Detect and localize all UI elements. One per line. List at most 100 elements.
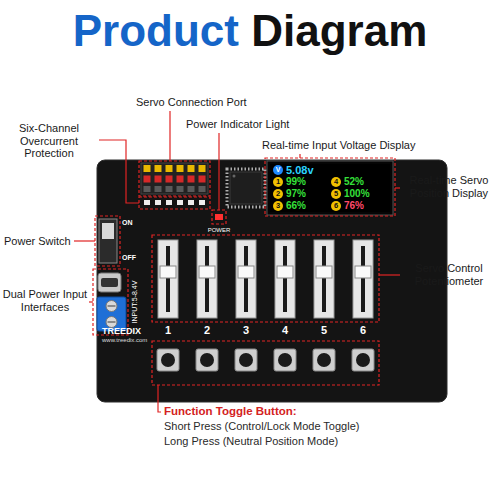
header-pin: [155, 165, 162, 172]
push-button: [157, 349, 179, 371]
silkscreen-label: INPUT:5-8.4V: [131, 281, 139, 324]
channel-number: 1: [165, 324, 171, 337]
callout-label: Power Switch: [4, 235, 71, 248]
slider-knob: [355, 266, 371, 278]
switch-label: OFF: [122, 254, 136, 262]
slide-potentiometer: [275, 240, 295, 318]
slider-slot: [205, 246, 209, 312]
screw-slot: [108, 305, 116, 306]
highlight-box: [265, 158, 395, 216]
voltage-readout: 5.08v: [286, 164, 314, 177]
leader-line: [299, 154, 300, 158]
channel-number: 3: [243, 324, 249, 337]
slider-slot: [322, 246, 326, 312]
channel-number: 5: [321, 324, 327, 337]
title-word: Diagram: [251, 6, 427, 55]
screen-readout: 99%: [286, 176, 306, 188]
highlight-boxes: [93, 158, 395, 385]
terminal-screw: [106, 301, 117, 312]
channel-icon-number: 4: [334, 178, 338, 187]
brand-url: www.treedix.com: [102, 337, 147, 344]
header-pin: [199, 176, 206, 183]
channel-icon-number: 1: [276, 178, 280, 187]
callout-label: Power Indicator Light: [186, 118, 289, 131]
highlight-box: [212, 210, 226, 224]
fuse-component: [199, 200, 205, 205]
leader-line: [218, 133, 219, 210]
terminal-screw: [106, 317, 117, 328]
function-note: Long Press (Neutral Position Mode): [164, 435, 338, 448]
channel-number: 4: [282, 324, 288, 337]
header-pin: [199, 186, 206, 192]
callout-label: Servo Control Potentiometer: [401, 262, 497, 287]
leader-lines: [74, 111, 400, 412]
function-note: Short Press (Control/Lock Mode Toggle): [164, 420, 359, 433]
diagram-title: Product Diagram: [73, 6, 428, 57]
header-pin: [188, 165, 195, 172]
push-button: [313, 349, 335, 371]
channel-icon: [331, 201, 341, 211]
slider-knob: [316, 266, 332, 278]
fuse-component: [166, 200, 172, 205]
slide-potentiometer: [353, 240, 373, 318]
slide-potentiometer: [197, 240, 217, 318]
button-cap: [200, 353, 214, 367]
header-pin: [166, 165, 173, 172]
chip-pins: [227, 169, 265, 207]
channel-icon: [273, 201, 283, 211]
highlight-box: [139, 197, 210, 209]
callout-label: Real-time Servo Position Display: [401, 174, 497, 199]
highlight-box: [152, 341, 379, 385]
push-button: [196, 349, 218, 371]
voltage-icon-letter: V: [276, 166, 281, 174]
slider-knob: [277, 266, 293, 278]
push-button: [274, 349, 296, 371]
brand-logo: TREEDIX: [102, 326, 141, 336]
slide-potentiometer: [236, 240, 256, 318]
screen-readout: 76%: [344, 200, 364, 212]
header-pin: [155, 186, 162, 192]
silkscreen-label: POWER: [208, 227, 231, 234]
header-pin: [155, 176, 162, 183]
highlight-box: [93, 269, 128, 335]
title-word: Product: [73, 6, 239, 55]
leader-line: [89, 301, 93, 302]
channel-number: 6: [360, 324, 366, 337]
highlight-box: [152, 235, 379, 322]
slider-slot: [166, 246, 170, 312]
screw-slot: [108, 321, 116, 322]
header-pin: [166, 186, 173, 192]
leader-line: [395, 187, 400, 188]
channel-icon-number: 6: [334, 202, 338, 211]
pcb-board-shape: [97, 160, 447, 402]
header-pin: [144, 165, 151, 172]
terminal-block: [97, 297, 126, 331]
screen-readout: 52%: [344, 176, 364, 188]
leader-line: [158, 385, 161, 412]
push-button: [235, 349, 257, 371]
slider-knob: [238, 266, 254, 278]
callout-label: Six-Channel Overcurrent Protection: [2, 122, 96, 160]
button-cap: [278, 353, 292, 367]
leader-line: [169, 111, 170, 161]
header-pin: [177, 165, 184, 172]
callout-label: Dual Power Input Interfaces: [2, 288, 88, 313]
usb-port: [98, 273, 121, 292]
header-pin: [188, 186, 195, 192]
header-pin: [177, 176, 184, 183]
channel-icon: [273, 177, 283, 187]
leader-line: [379, 274, 400, 275]
leader-line: [99, 140, 139, 203]
button-cap: [161, 353, 175, 367]
screen-display: [270, 164, 390, 212]
header-pin: [199, 165, 206, 172]
highlight-box: [139, 161, 210, 196]
leader-line: [74, 240, 95, 241]
header-pin: [166, 176, 173, 183]
power-switch: [99, 219, 117, 263]
header-pin: [144, 186, 151, 192]
lcd-screen: V5.08v199%452%297%5100%366%676%: [270, 164, 390, 212]
header-pin: [144, 176, 151, 183]
button-cap: [356, 353, 370, 367]
channel-icon: [331, 177, 341, 187]
